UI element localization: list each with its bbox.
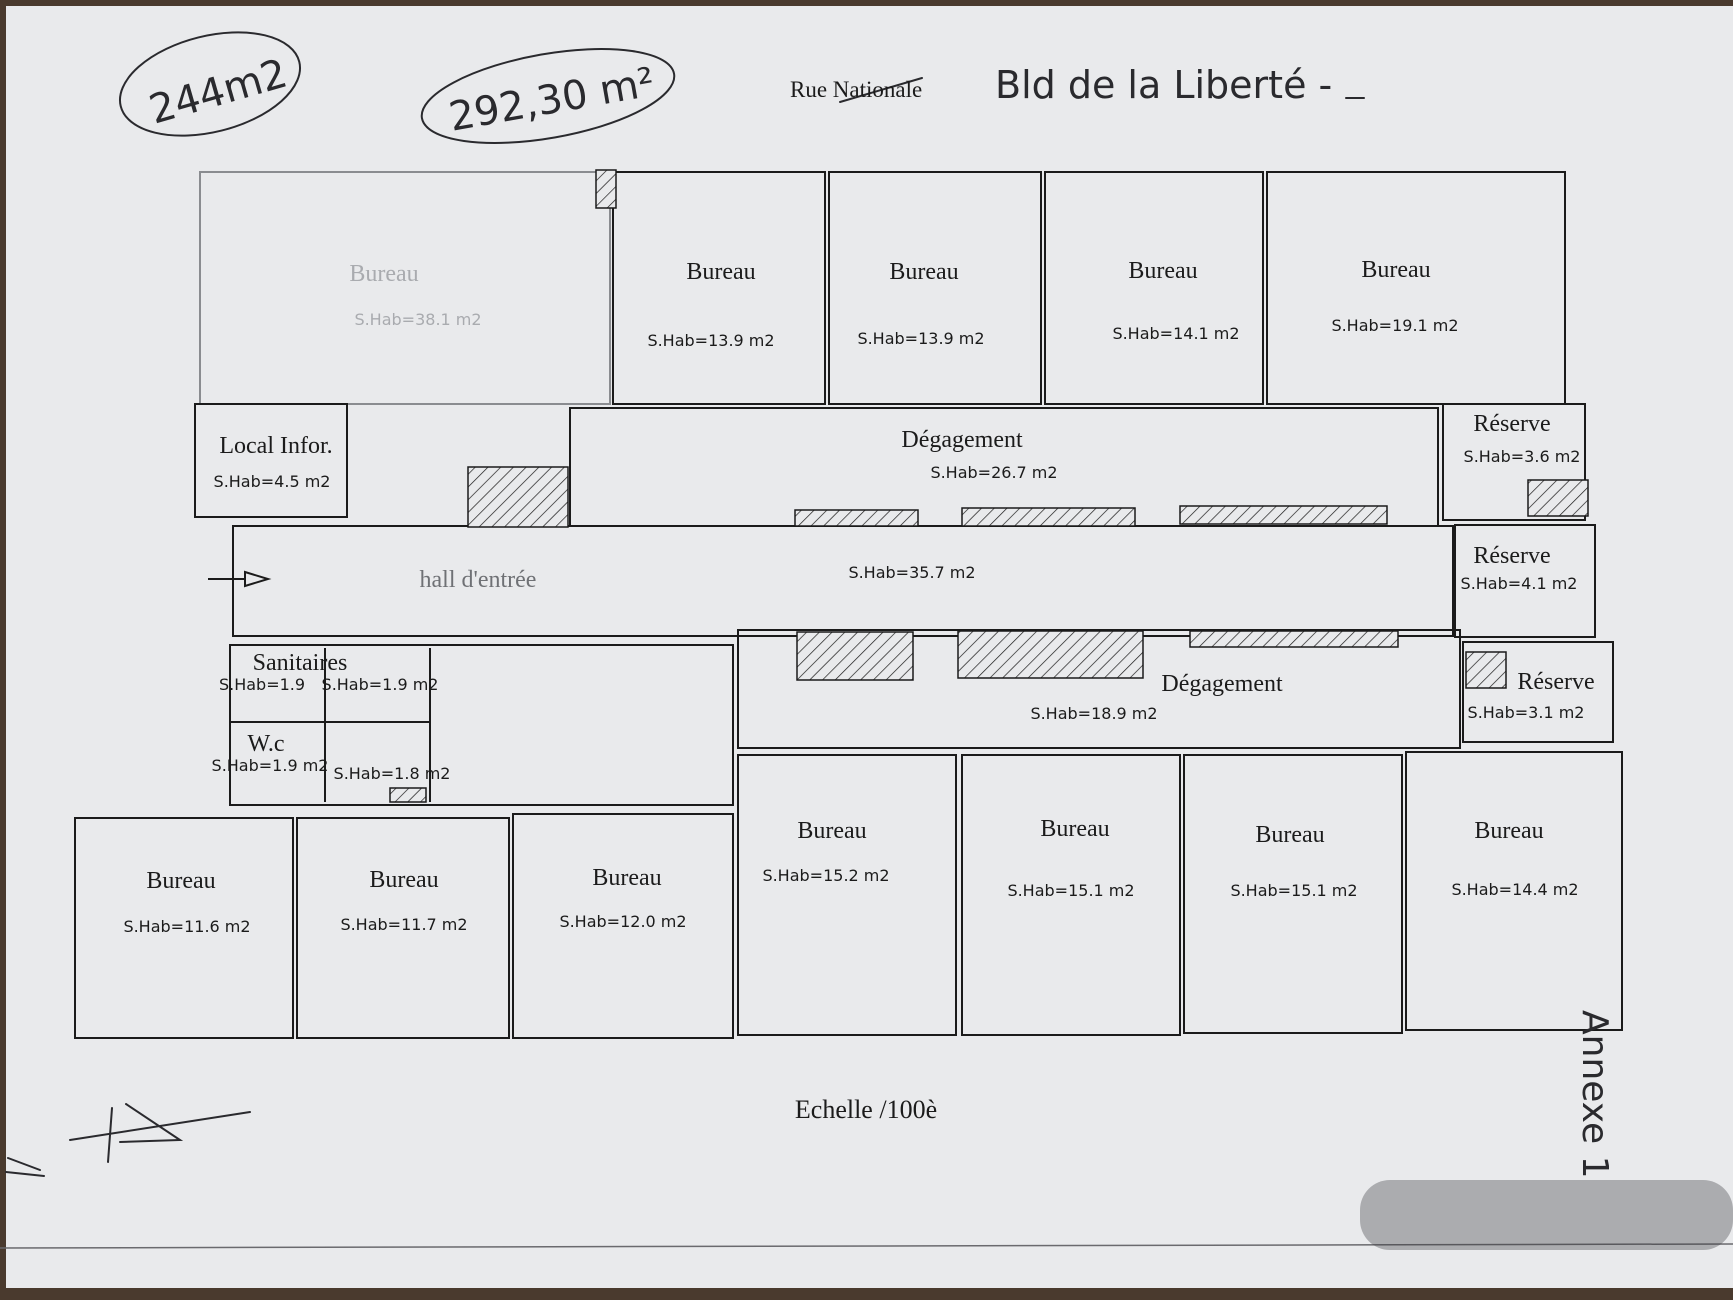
hatch-wall-6 xyxy=(1189,630,1399,648)
room-name: Local Infor. xyxy=(219,433,333,459)
room-name: Bureau xyxy=(146,868,216,894)
room-area: S.Hab=26.7 m2 xyxy=(930,463,1058,482)
room-reserve-3 xyxy=(1462,641,1614,743)
room-area: S.Hab=3.6 m2 xyxy=(1463,447,1581,466)
room-bureau-b2 xyxy=(296,817,510,1039)
room-bureau-t1 xyxy=(612,171,826,405)
room-area: S.Hab=1.8 m2 xyxy=(333,764,451,783)
room-name: Dégagement xyxy=(901,427,1023,453)
street-label: Rue Nationale xyxy=(790,77,923,102)
hatch-wall-5 xyxy=(957,630,1144,679)
room-bureau-t2 xyxy=(828,171,1042,405)
room-bureau-b1 xyxy=(74,817,294,1039)
room-area: S.Hab=15.1 m2 xyxy=(1007,881,1135,900)
room-hall xyxy=(232,525,1454,637)
room-name: Bureau xyxy=(1361,257,1431,283)
room-bureau-t4 xyxy=(1266,171,1566,405)
hatch-pillar-top xyxy=(595,169,617,209)
room-name: Bureau xyxy=(1474,818,1544,844)
room-area: S.Hab=14.1 m2 xyxy=(1112,324,1240,343)
room-name: Bureau xyxy=(797,818,867,844)
room-local-infor xyxy=(194,403,348,518)
room-bureau-b5 xyxy=(961,754,1181,1036)
paper-edge-line xyxy=(0,1243,1733,1249)
room-bureau-t3 xyxy=(1044,171,1264,405)
hatch-reserve-3 xyxy=(1465,651,1507,689)
room-area: S.Hab=13.9 m2 xyxy=(647,331,775,350)
room-area: S.Hab=1.9 m2 xyxy=(211,756,329,775)
room-name: Bureau xyxy=(1040,816,1110,842)
hatch-reserve-1 xyxy=(1527,479,1589,517)
room-area: S.Hab=11.7 m2 xyxy=(340,915,468,934)
room-degagement-bottom xyxy=(737,629,1461,749)
room-name: Réserve xyxy=(1517,669,1595,695)
room-name: Dégagement xyxy=(1161,671,1283,697)
room-bureau-b3 xyxy=(512,813,734,1039)
hatch-wall-4 xyxy=(796,631,914,681)
pen-circle-1 xyxy=(118,31,302,137)
handwritten-street-note: Bld de la Liberté - xyxy=(995,63,1333,107)
pen-strike-nationale xyxy=(839,77,923,103)
room-name: Bureau xyxy=(1128,258,1198,284)
room-area: S.Hab=4.1 m2 xyxy=(1460,574,1578,593)
room-name: Réserve xyxy=(1473,543,1551,569)
room-reserve-1 xyxy=(1442,403,1586,521)
room-name: Sanitaires xyxy=(252,650,348,676)
room-bureau-b4 xyxy=(737,754,957,1036)
room-area: S.Hab=15.2 m2 xyxy=(762,866,890,885)
room-area: S.Hab=35.7 m2 xyxy=(848,563,976,582)
room-name: Bureau xyxy=(592,865,662,891)
room-bureau-faded xyxy=(199,171,611,405)
hatch-wc xyxy=(389,787,427,803)
hatch-stair xyxy=(467,466,569,528)
room-name: Réserve xyxy=(1473,411,1551,437)
room-bureau-b6 xyxy=(1183,754,1403,1034)
room-area: S.Hab=15.1 m2 xyxy=(1230,881,1358,900)
room-name: W.c xyxy=(247,731,285,757)
hatch-wall-2 xyxy=(961,507,1136,527)
room-name: Bureau xyxy=(686,259,756,285)
shadow xyxy=(1360,1180,1733,1250)
scale-label: Echelle /100è xyxy=(794,1095,938,1124)
room-area: S.Hab=38.1 m2 xyxy=(354,310,482,329)
pen-doodle xyxy=(5,1103,251,1177)
room-name: Bureau xyxy=(1255,822,1325,848)
room-area: S.Hab=3.1 m2 xyxy=(1467,703,1585,722)
room-name: Bureau xyxy=(349,261,419,287)
room-name: Bureau xyxy=(369,867,439,893)
room-bureau-b7 xyxy=(1405,751,1623,1031)
hatch-wall-3 xyxy=(1179,505,1388,525)
room-area: S.Hab=1.9 xyxy=(218,675,306,694)
room-area: S.Hab=13.9 m2 xyxy=(857,329,985,348)
room-area: S.Hab=11.6 m2 xyxy=(123,917,251,936)
room-area: S.Hab=18.9 m2 xyxy=(1030,704,1158,723)
hatch-wall-1 xyxy=(794,509,919,527)
room-reserve-2 xyxy=(1454,524,1596,638)
room-area: S.Hab=19.1 m2 xyxy=(1331,316,1459,335)
room-area: S.Hab=4.5 m2 xyxy=(213,472,331,491)
room-name: hall d'entrée xyxy=(419,567,537,593)
room-area: S.Hab=1.9 m2 xyxy=(321,675,439,694)
pen-circle-2 xyxy=(420,48,676,144)
room-area: S.Hab=12.0 m2 xyxy=(559,912,687,931)
handwritten-annex-note: Annexe 1 xyxy=(1574,1010,1615,1179)
room-area: S.Hab=14.4 m2 xyxy=(1451,880,1579,899)
room-name: Bureau xyxy=(889,259,959,285)
room-sanitaires-block xyxy=(229,644,734,806)
